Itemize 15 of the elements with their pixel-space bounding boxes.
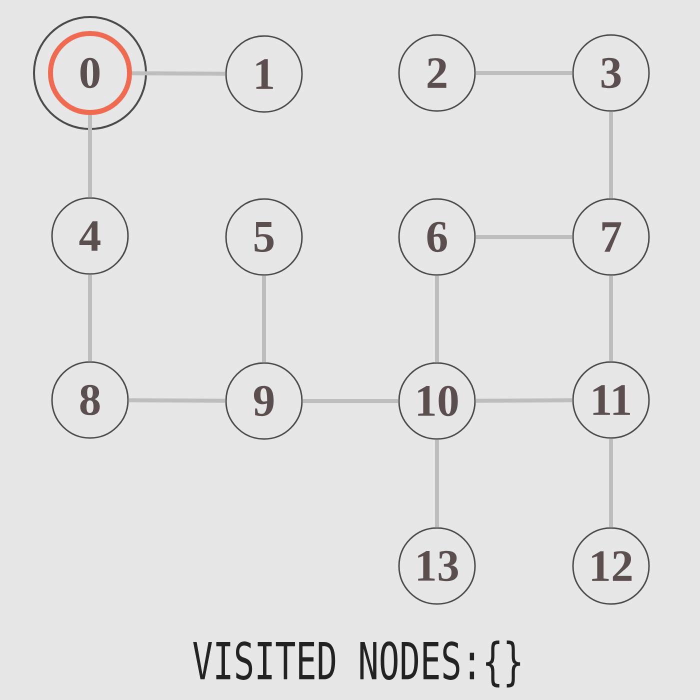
edge-line bbox=[609, 438, 614, 528]
edge-line bbox=[435, 440, 439, 528]
edge-line bbox=[435, 276, 439, 362]
edge-line bbox=[132, 71, 226, 76]
edge-line bbox=[476, 235, 572, 239]
edge-line bbox=[302, 399, 398, 403]
edge-line bbox=[609, 276, 614, 362]
edge-line bbox=[128, 398, 226, 403]
edge-line bbox=[262, 276, 266, 362]
edge-line bbox=[88, 115, 92, 198]
edge-line bbox=[476, 71, 572, 75]
edge-line bbox=[88, 274, 92, 362]
edge-line bbox=[476, 398, 572, 403]
status-text: VISITED NODES:{} bbox=[193, 640, 520, 688]
edge-line bbox=[609, 112, 614, 198]
